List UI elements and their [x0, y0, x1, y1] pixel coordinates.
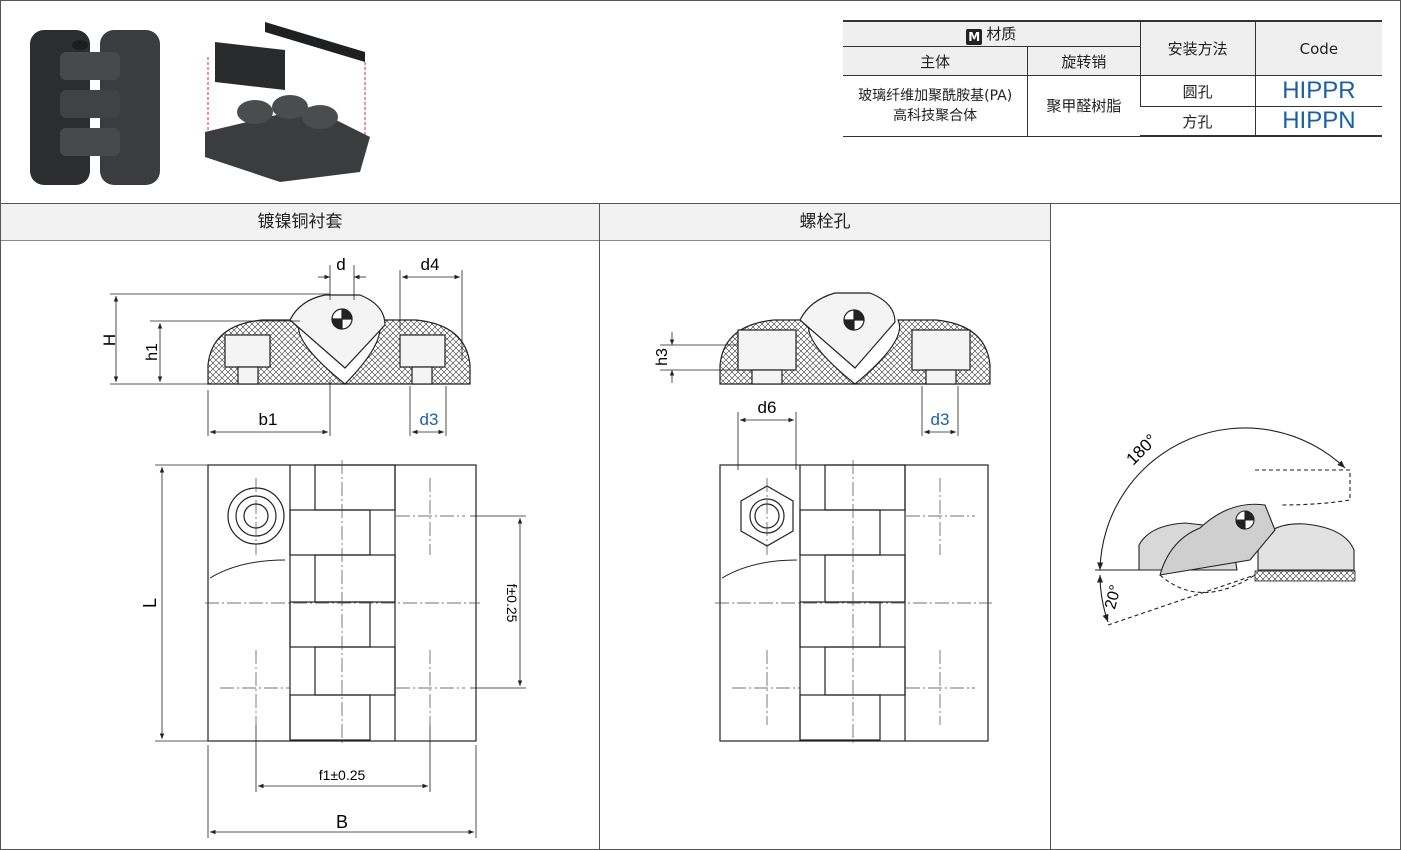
product-photos	[30, 22, 370, 185]
middle-section-dims	[660, 332, 959, 470]
section-title-bolt-hole: 螺栓孔	[600, 204, 1050, 241]
middle-section-view	[719, 292, 991, 385]
body-material-cell: 玻璃纤维加聚酰胺基(PA) 高科技聚合体	[843, 75, 1028, 137]
angle-180: 180°	[1122, 430, 1160, 468]
mount-square: 方孔	[1140, 106, 1256, 137]
pin-header: 旋转销	[1027, 46, 1141, 76]
dim-L: L	[140, 598, 160, 608]
closed-hinge-photo	[30, 30, 160, 185]
mount-header: 安装方法	[1139, 20, 1256, 76]
dim-B: B	[336, 812, 348, 832]
left-section-dims	[110, 265, 463, 436]
dim-d3: d3	[420, 410, 439, 429]
material-label: 材质	[986, 25, 1017, 43]
body-header: 主体	[843, 46, 1028, 76]
section-title-bushing: 镀镍铜衬套	[1, 204, 599, 241]
divider-right	[1050, 203, 1051, 850]
dim-h1: h1	[144, 343, 161, 361]
dim-h3: h3	[654, 348, 671, 366]
dim-d6: d6	[758, 398, 777, 417]
code-hippn[interactable]: HIPPN	[1254, 106, 1382, 137]
code-hippr[interactable]: HIPPR	[1254, 75, 1382, 107]
rotation-diagram	[1095, 427, 1356, 626]
middle-plan-centerlines	[715, 460, 992, 745]
dim-f: f±0.25	[504, 584, 520, 623]
dim-b1: b1	[259, 410, 278, 429]
dim-d3-middle: d3	[931, 410, 950, 429]
dim-d: d	[336, 255, 345, 274]
dim-d4: d4	[421, 255, 440, 274]
left-section-view	[207, 294, 471, 385]
pin-material-cell: 聚甲醛树脂	[1027, 75, 1141, 137]
mount-round: 圆孔	[1139, 75, 1256, 107]
code-header: Code	[1254, 20, 1382, 76]
dim-f1: f1±0.25	[319, 767, 366, 783]
angle-20: 20°	[1102, 583, 1125, 611]
left-plan-centerlines	[205, 460, 480, 745]
exploded-hinge-photo	[205, 22, 370, 182]
dim-H: H	[100, 334, 119, 346]
body-material-line1: 玻璃纤维加聚酰胺基(PA)	[858, 87, 1013, 104]
material-badge: M	[966, 29, 983, 45]
divider-top	[0, 203, 1401, 204]
left-plan-dims	[155, 464, 526, 838]
body-material-line2: 高科技聚合体	[893, 107, 978, 124]
divider-left	[599, 203, 600, 850]
